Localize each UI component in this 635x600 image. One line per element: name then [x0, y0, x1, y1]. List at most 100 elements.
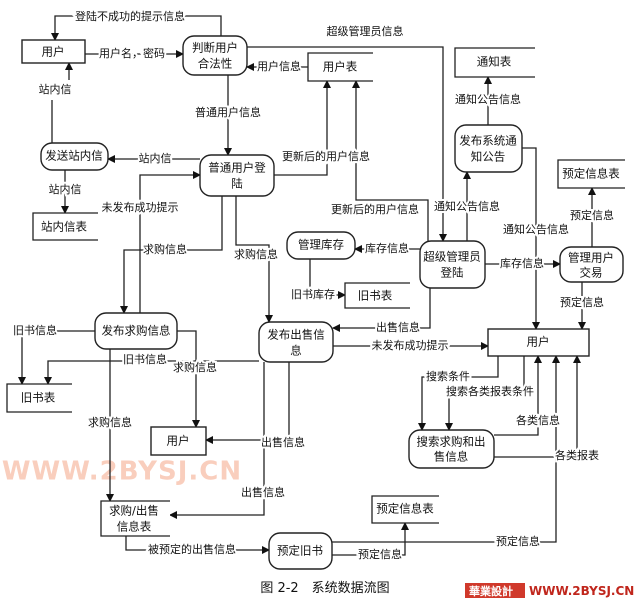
entity-user-right: 用户	[487, 328, 590, 357]
process-publish-sale: 发布出售信 息	[258, 321, 334, 363]
process-normal-login: 普通用户登 陆	[199, 154, 275, 197]
flow-line	[274, 80, 331, 176]
flow-label: 旧书信息	[123, 352, 167, 366]
store-booking-table-top: 预定信息表	[557, 159, 625, 189]
flow-label: 出售信息	[376, 320, 420, 334]
store-label: 用户表	[323, 60, 358, 74]
process-publish-want: 发布求购信息	[94, 312, 178, 350]
flow-label: 更新后的用户信息	[331, 202, 419, 216]
entity-user-top: 用户	[21, 39, 86, 64]
store-oldbook-table-left: 旧书表	[6, 383, 72, 413]
flow-label: 通知公告信息	[434, 199, 500, 213]
store-label: 预定信息表	[376, 502, 434, 516]
flow-label: 被预定的出售信息	[148, 542, 236, 556]
flow-line	[125, 536, 270, 554]
flow-line	[418, 356, 499, 431]
flow-lines	[18, 15, 596, 556]
flow-label: 库存信息	[500, 256, 544, 270]
process-super-login: 超级管理员 登陆	[419, 240, 486, 289]
process-book-old: 预定旧书	[268, 532, 333, 570]
store-message-table: 站内信表	[32, 212, 98, 241]
flow-label: 预定信息	[560, 295, 604, 309]
flow-line	[352, 80, 429, 241]
watermark: WWW.2BYSJ.CN	[2, 457, 242, 487]
store-user-table: 用户表	[307, 52, 373, 82]
flow-label: 出售信息	[241, 485, 285, 499]
process-label: 管理用户	[568, 251, 614, 265]
flow-label: 求购信息	[88, 415, 132, 429]
entity-user-mid: 用户	[150, 426, 207, 456]
flow-label: 未发布成功提示	[372, 338, 449, 352]
store-oldbook-table-mid: 旧书表	[344, 282, 410, 309]
process-label: 管理库存	[298, 238, 344, 252]
flow-label: 更新后的用户信息	[282, 149, 370, 163]
site-logo: 華業設計 WWW.2BYSJ.CN	[465, 583, 634, 598]
flow-label: 旧书信息	[13, 323, 57, 337]
store-label: 站内信表	[41, 220, 87, 234]
store-label: 通知表	[477, 55, 512, 69]
flow-label: 未发布成功提示	[102, 200, 179, 214]
flow-line	[139, 171, 201, 313]
process-label: 普通用户登	[208, 161, 266, 175]
store-booking-table-bottom: 预定信息表	[371, 495, 439, 524]
process-label: 售信息	[434, 450, 469, 464]
flow-label: 用户信息	[257, 59, 301, 73]
process-label: 登陆	[441, 266, 464, 280]
flow-label: 求购信息	[143, 242, 187, 256]
entity-label: 用户	[42, 45, 65, 59]
store-label: 信息表	[117, 520, 152, 534]
process-label: 判断用户	[192, 41, 238, 55]
process-label: 交易	[580, 266, 603, 280]
process-label: 发布出售信	[267, 328, 325, 342]
store-want-sale-table: 求购/出售 信息表	[100, 500, 170, 537]
flow-line	[309, 259, 346, 299]
flow-line	[44, 360, 259, 385]
flow-line	[235, 196, 273, 323]
process-label: 发送站内信	[45, 149, 103, 163]
flow-label: 预定信息	[570, 208, 614, 222]
flow-line	[494, 355, 542, 436]
entity-label: 用户	[167, 434, 190, 448]
flow-label: 登陆不成功的提示信息	[75, 9, 185, 23]
flow-label: 预定信息	[358, 547, 402, 561]
flow-line	[51, 63, 69, 143]
flow-label: 超级管理员信息	[327, 24, 404, 38]
flow-label: 出售信息	[261, 435, 305, 449]
flow-label: 站内信	[139, 151, 172, 165]
flow-line	[332, 355, 560, 543]
logo-brand: 華業設計	[469, 584, 513, 598]
process-label: 搜索求购和出	[417, 435, 486, 449]
flow-label: 通知公告信息	[503, 222, 569, 236]
flow-label: 用户名，密码	[99, 46, 165, 60]
process-label: 息	[290, 344, 302, 358]
flow-line	[332, 288, 431, 332]
flow-line	[247, 46, 447, 242]
process-label: 超级管理员	[423, 250, 481, 264]
figure-caption: 图 2-2 系统数据流图	[260, 581, 389, 596]
process-judge-user: 判断用户 合法性	[182, 35, 248, 76]
flow-label: 预定信息	[496, 534, 540, 548]
flow-label: 求购信息	[234, 247, 278, 261]
flow-line	[522, 147, 540, 330]
flow-line	[177, 330, 200, 428]
flow-label: 各类报表	[555, 448, 599, 462]
process-label: 发布求购信息	[102, 324, 171, 338]
flow-labels: 登陆不成功的提示信息 用户名，密码 用户信息 普通用户信息 站内信 站内信 站内…	[11, 7, 616, 563]
flow-line	[51, 15, 222, 41]
flow-label: 站内信	[49, 182, 82, 196]
entity-label: 用户	[527, 335, 550, 349]
flow-label: 求购信息	[173, 360, 217, 374]
store-label: 旧书表	[21, 391, 56, 405]
flow-label: 各类信息	[516, 413, 560, 427]
process-label: 知公告	[471, 150, 506, 164]
flow-line	[120, 196, 223, 314]
process-label: 合法性	[198, 57, 233, 71]
store-label: 旧书表	[358, 289, 393, 303]
process-publish-notice: 发布系统通 知公告	[454, 124, 523, 173]
flow-label: 站内信	[39, 82, 72, 96]
process-send-message: 发送站内信	[40, 142, 109, 171]
store-label: 求购/出售	[109, 504, 159, 518]
flow-line	[169, 362, 265, 519]
process-manage-trade: 管理用户 交易	[559, 246, 624, 283]
